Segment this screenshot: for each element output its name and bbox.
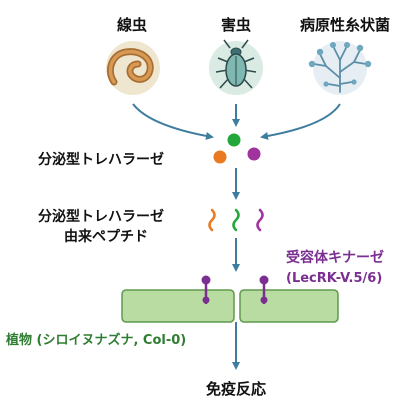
fungus-icon [308,41,372,95]
insect-icon [209,39,263,95]
nematode-icon [106,41,160,95]
peptide-squiggle-green [232,208,240,232]
plant-cell-right [239,289,339,323]
receptor-icon-right [259,275,269,304]
label-fungus: 病原性糸状菌 [300,16,390,34]
label-nematode: 線虫 [117,16,147,34]
label-immune: 免疫反応 [206,380,266,398]
arrow-fungus [260,103,341,140]
trehalase-dot-purple [247,147,261,161]
peptide-squiggle-orange [208,208,216,232]
peptide-squiggle-purple [256,208,264,232]
label-plant: 植物 (シロイヌナズナ, Col-0) [5,332,186,348]
plant-cell-left [121,289,235,323]
trehalase-dot-orange [213,150,227,164]
label-insect: 害虫 [221,16,251,34]
label-peptide-line1: 分泌型トレハラーゼ [38,208,164,225]
trehalase-dot-green [227,133,241,147]
label-peptide-line2: 由来ペプチド [64,228,148,245]
label-receptor-line1: 受容体キナーゼ [286,249,384,266]
arrow-nematode [132,103,214,140]
label-receptor-line2: (LecRK-V.5/6) [286,271,382,286]
receptor-icon-left [201,275,211,304]
label-trehalase: 分泌型トレハラーゼ [38,151,164,168]
